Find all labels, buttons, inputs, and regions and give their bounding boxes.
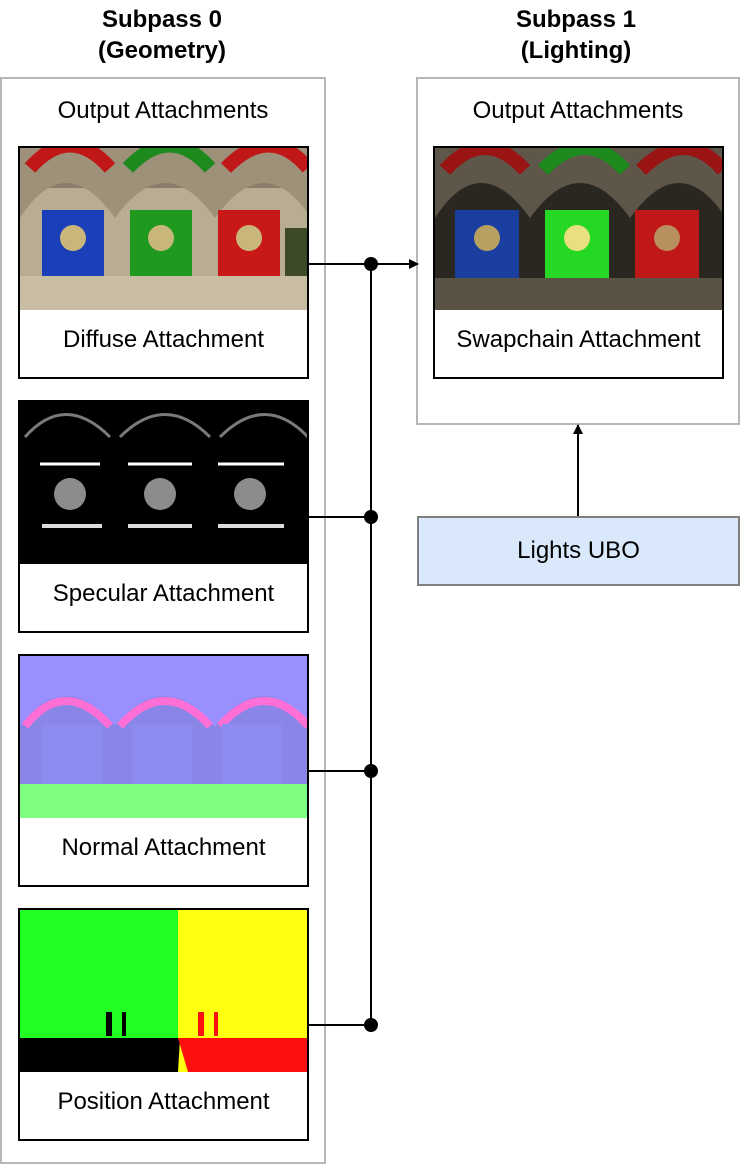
junction-dot-normal xyxy=(364,764,378,778)
lights-ubo-label: Lights UBO xyxy=(517,537,640,564)
subpass-1-subtitle: (Lighting) xyxy=(520,37,632,64)
normal-thumbnail xyxy=(20,656,307,818)
position-attachment: Position Attachment xyxy=(18,908,309,1141)
swapchain-thumbnail xyxy=(435,148,722,310)
position-thumbnail xyxy=(20,910,307,1072)
normal-caption: Normal Attachment xyxy=(61,834,266,861)
swapchain-caption: Swapchain Attachment xyxy=(456,326,701,353)
subpass-0-output-label: Output Attachments xyxy=(57,97,269,124)
subpass-1-output-label: Output Attachments xyxy=(472,97,684,124)
diffuse-attachment: Diffuse Attachment xyxy=(18,146,309,379)
swapchain-attachment: Swapchain Attachment xyxy=(433,146,724,379)
specular-thumbnail xyxy=(20,402,307,564)
subpass-0-heading: Subpass 0 (Geometry) xyxy=(62,4,262,66)
diffuse-caption: Diffuse Attachment xyxy=(63,326,264,353)
diffuse-thumbnail xyxy=(20,148,307,310)
subpass-1-title: Subpass 1 xyxy=(515,6,637,33)
specular-caption: Specular Attachment xyxy=(52,580,275,607)
junction-dot-specular xyxy=(364,510,378,524)
subpass-1-heading: Subpass 1 (Lighting) xyxy=(476,4,676,66)
subpass-0-subtitle: (Geometry) xyxy=(97,37,227,64)
junction-dot-diffuse xyxy=(364,257,378,271)
subpass-0-title: Subpass 0 xyxy=(101,6,223,33)
lights-ubo-box: Lights UBO xyxy=(417,516,740,586)
specular-attachment: Specular Attachment xyxy=(18,400,309,633)
normal-attachment: Normal Attachment xyxy=(18,654,309,887)
position-caption: Position Attachment xyxy=(57,1088,270,1115)
junction-dot-position xyxy=(364,1018,378,1032)
